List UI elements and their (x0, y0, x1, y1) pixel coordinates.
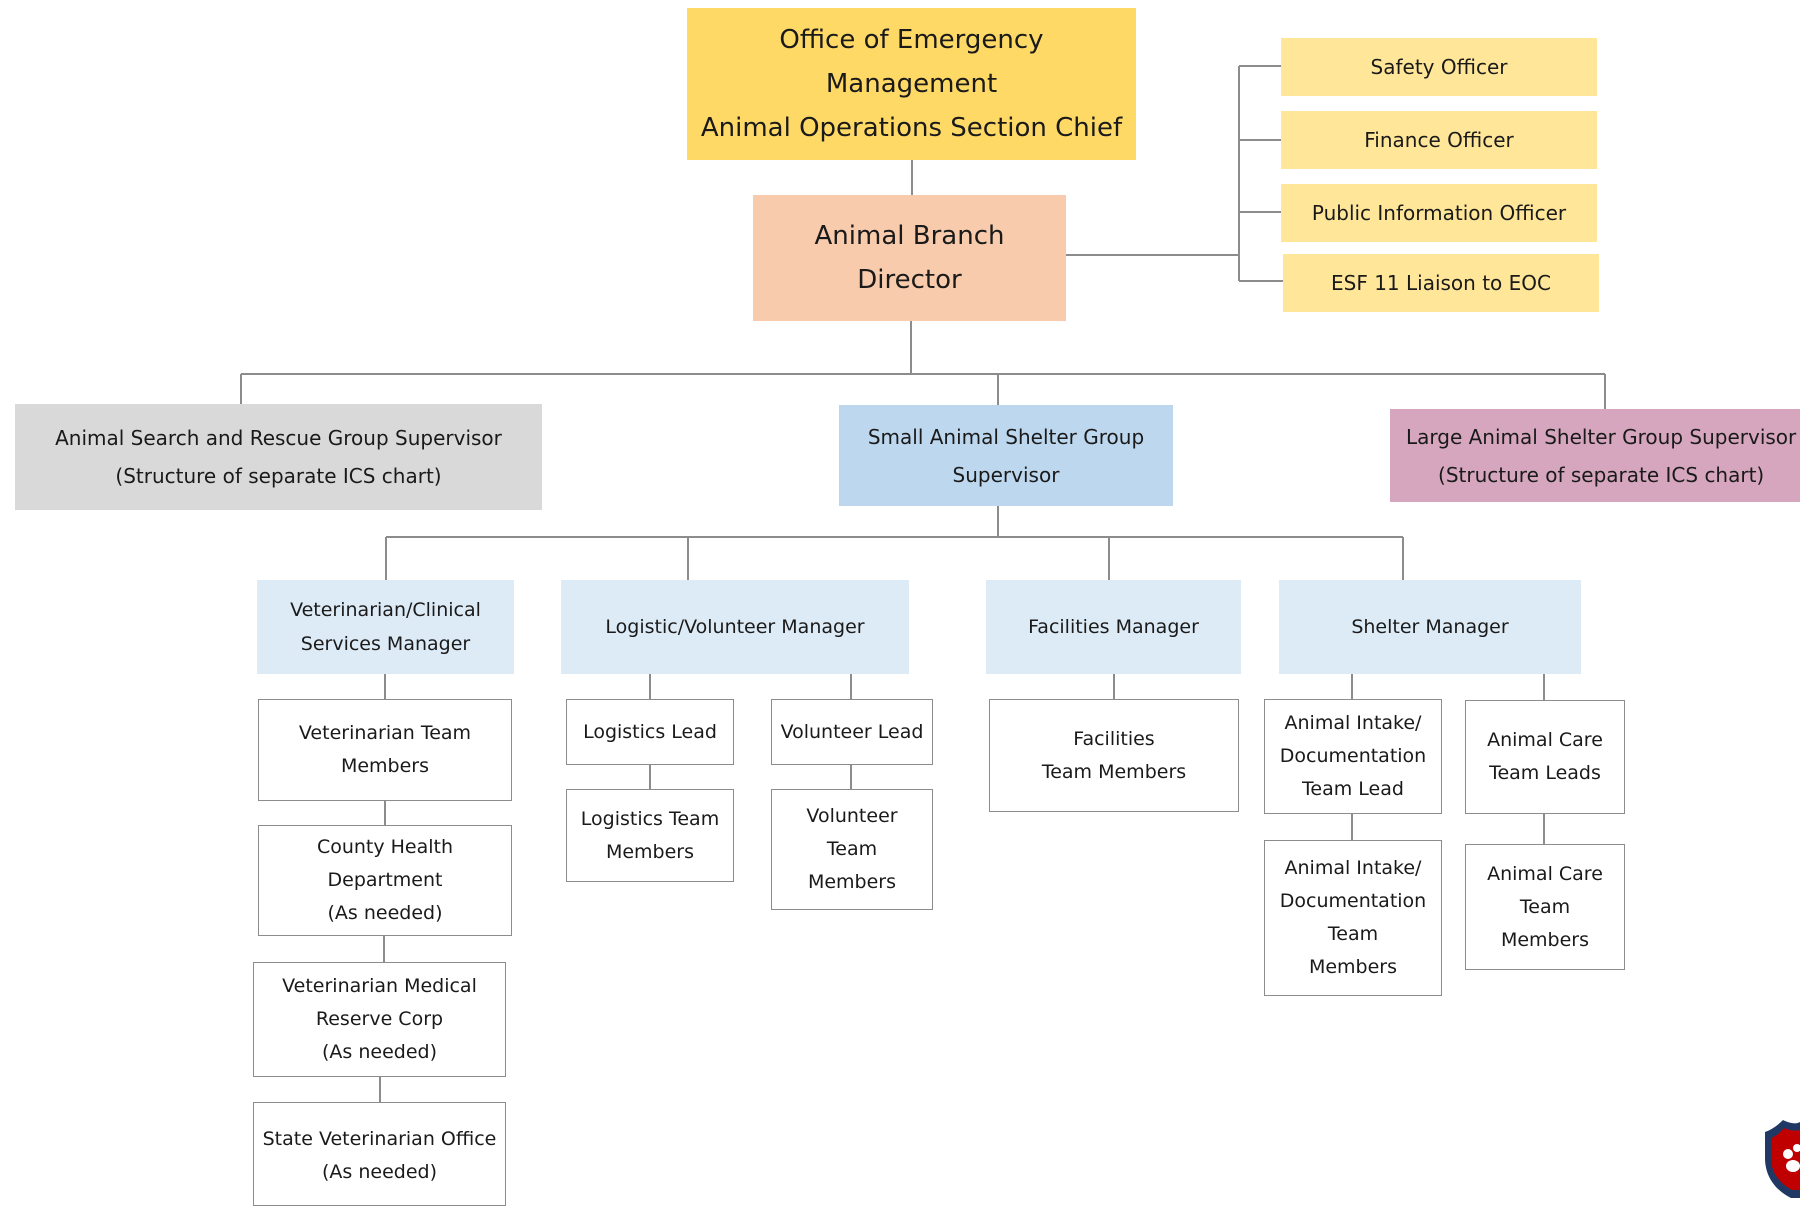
esf11-liaison-label: ESF 11 Liaison to EOC (1331, 271, 1551, 295)
facilities-manager-box: Facilities Manager (986, 580, 1241, 674)
care-team-label: Animal Care Team Members (1487, 862, 1603, 951)
care-team-box: Animal Care Team Members (1465, 844, 1625, 970)
intake-lead-label: Animal Intake/ Documentation Team Lead (1279, 712, 1427, 800)
animal-branch-director-box: Animal Branch Director (753, 195, 1066, 321)
safety-officer-label: Safety Officer (1370, 55, 1508, 79)
volunteer-team-label: Volunteer Team Members (806, 805, 898, 893)
logistic-volunteer-manager-box: Logistic/Volunteer Manager (561, 580, 909, 674)
vet-clinical-manager-box: Veterinarian/Clinical Services Manager (257, 580, 514, 674)
vet-medical-reserve-box: Veterinarian Medical Reserve Corp (As ne… (253, 962, 506, 1077)
finance-officer-label: Finance Officer (1364, 128, 1514, 152)
safety-officer-box: Safety Officer (1281, 38, 1597, 96)
search-rescue-group-box: Animal Search and Rescue Group Superviso… (15, 404, 542, 510)
county-health-dept-box: County Health Department (As needed) (258, 825, 512, 936)
logistics-lead-label: Logistics Lead (583, 720, 717, 743)
intake-team-label: Animal Intake/ Documentation Team Member… (1279, 857, 1427, 978)
care-leads-label: Animal Care Team Leads (1487, 729, 1603, 784)
logistic-volunteer-manager-label: Logistic/Volunteer Manager (605, 616, 865, 638)
intake-lead-box: Animal Intake/ Documentation Team Lead (1264, 699, 1442, 814)
search-rescue-group-label: Animal Search and Rescue Group Superviso… (55, 426, 502, 488)
vet-team-members-box: Veterinarian Team Members (258, 699, 512, 801)
shelter-manager-label: Shelter Manager (1351, 616, 1509, 638)
vet-medical-reserve-label: Veterinarian Medical Reserve Corp (As ne… (282, 975, 477, 1063)
finance-officer-box: Finance Officer (1281, 111, 1597, 169)
public-information-officer-label: Public Information Officer (1311, 201, 1567, 225)
volunteer-team-box: Volunteer Team Members (771, 789, 933, 910)
logistics-team-label: Logistics Team Members (580, 807, 720, 863)
state-vet-office-label: State Veterinarian Office (As needed) (262, 1128, 497, 1183)
facilities-team-box: Facilities Team Members (989, 699, 1239, 812)
ocm-section-chief-label: Office of Emergency Management Animal Op… (700, 25, 1123, 143)
shelter-manager-box: Shelter Manager (1279, 580, 1581, 674)
esf11-liaison-box: ESF 11 Liaison to EOC (1283, 254, 1599, 312)
vet-clinical-manager-label: Veterinarian/Clinical Services Manager (290, 599, 481, 655)
volunteer-lead-box: Volunteer Lead (771, 699, 933, 765)
ocm-section-chief-box: Office of Emergency Management Animal Op… (687, 8, 1136, 160)
state-vet-office-box: State Veterinarian Office (As needed) (253, 1102, 506, 1206)
shield-paw-logo-icon (1765, 1120, 1800, 1198)
care-leads-box: Animal Care Team Leads (1465, 700, 1625, 814)
county-health-dept-label: County Health Department (As needed) (316, 836, 454, 924)
large-shelter-group-box: Large Animal Shelter Group Supervisor (S… (1390, 409, 1800, 502)
intake-team-box: Animal Intake/ Documentation Team Member… (1264, 840, 1442, 996)
logistics-team-box: Logistics Team Members (566, 789, 734, 882)
logistics-lead-box: Logistics Lead (566, 699, 734, 765)
facilities-manager-label: Facilities Manager (1028, 616, 1199, 638)
facilities-team-label: Facilities Team Members (1041, 727, 1187, 783)
public-information-officer-box: Public Information Officer (1281, 184, 1597, 242)
volunteer-lead-label: Volunteer Lead (780, 720, 924, 743)
animal-branch-director-label: Animal Branch Director (814, 221, 1005, 295)
vet-team-members-label: Veterinarian Team Members (298, 722, 472, 777)
large-shelter-group-label: Large Animal Shelter Group Supervisor (S… (1406, 424, 1797, 487)
small-shelter-group-box: Small Animal Shelter Group Supervisor (839, 405, 1173, 506)
small-shelter-group-label: Small Animal Shelter Group Supervisor (867, 424, 1145, 487)
